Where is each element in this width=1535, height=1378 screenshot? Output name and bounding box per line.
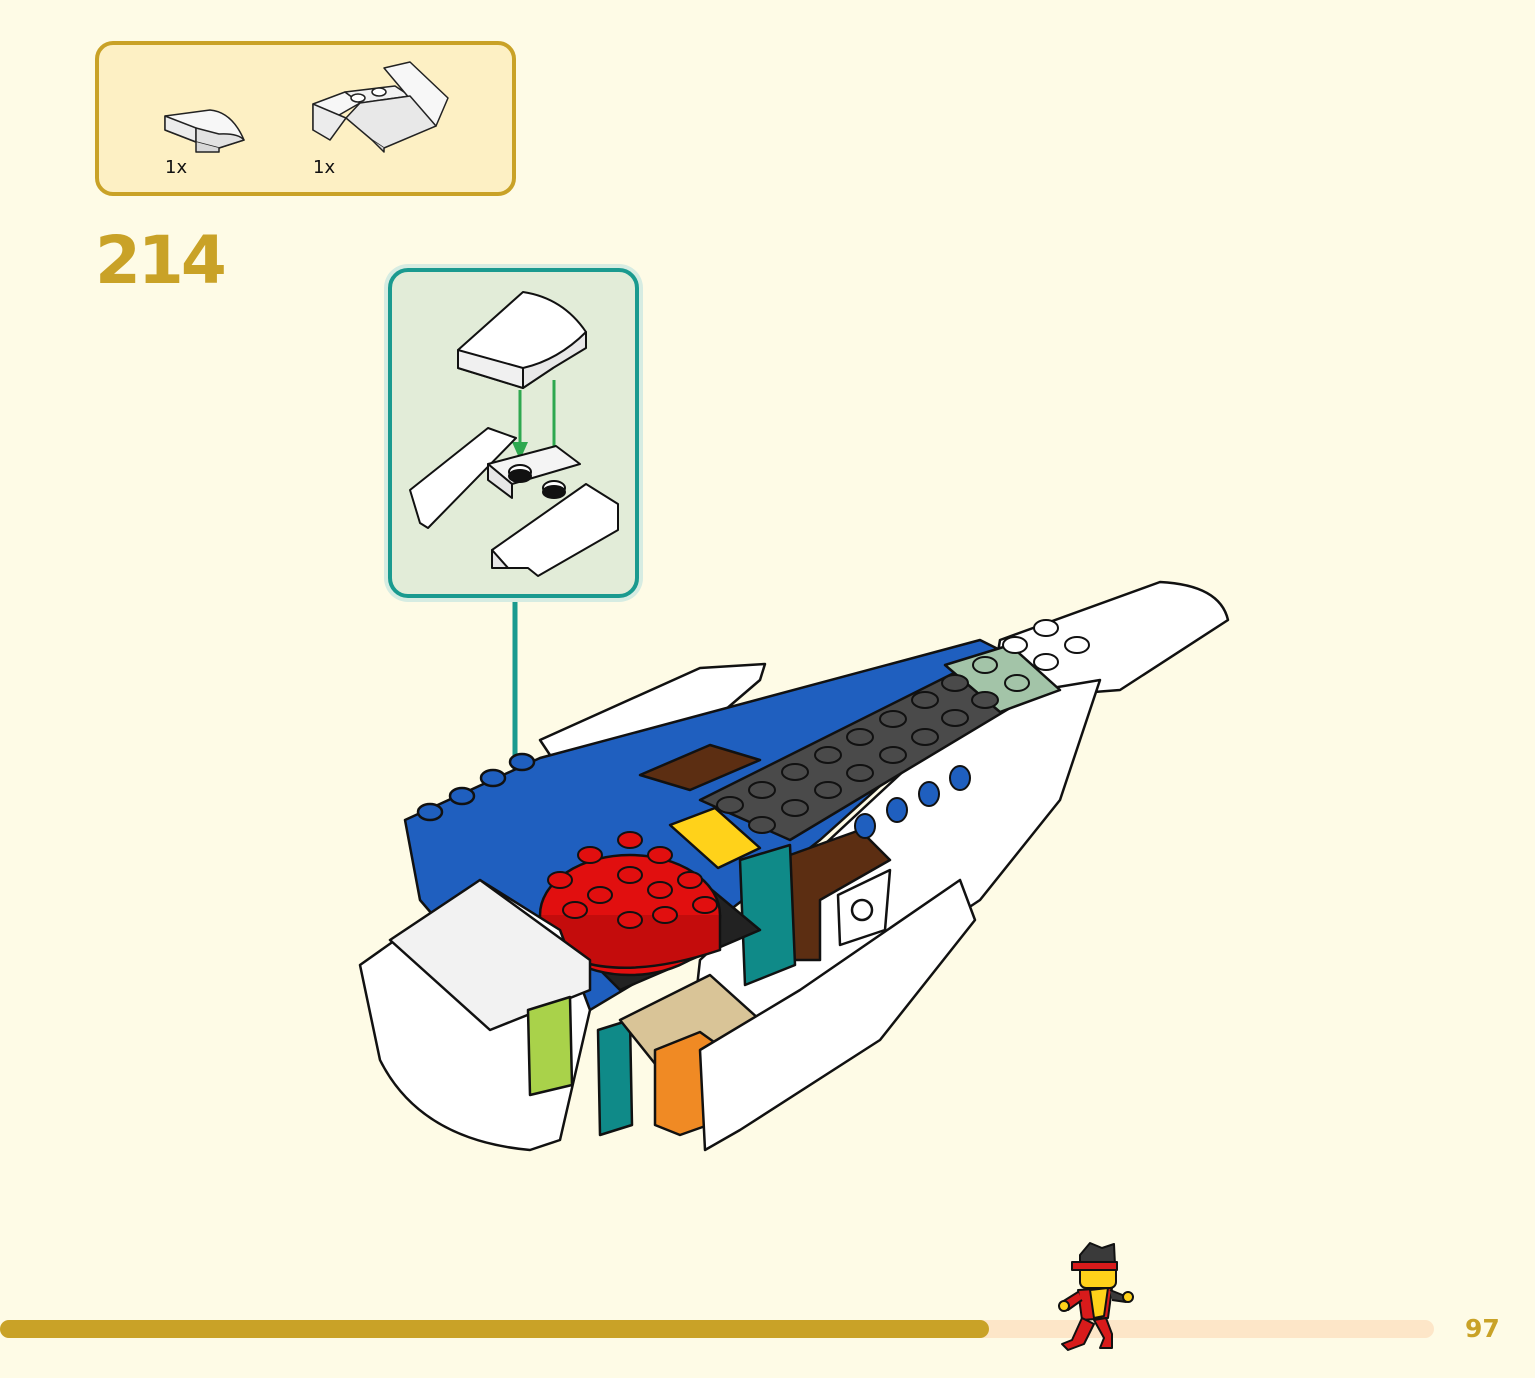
grey-plate-studs	[716, 674, 999, 834]
subassembly-callout-icon	[409, 291, 619, 577]
curved-slope-brick-icon	[164, 109, 245, 153]
page-number: 97	[1465, 1314, 1500, 1343]
ninja-minifigure-icon	[1058, 1242, 1134, 1351]
white-tail-studs	[1002, 619, 1090, 671]
progress-bar	[0, 1320, 1434, 1338]
step-number: 214	[95, 222, 227, 299]
part-quantity-1: 1x	[165, 157, 188, 178]
red-brick-studs	[547, 831, 718, 929]
blue-side-holes	[854, 765, 971, 839]
spaceship-model-icon	[358, 580, 1230, 1152]
wing-plate-assembly-icon	[312, 61, 449, 153]
part-quantity-2: 1x	[313, 157, 336, 178]
sand-green-studs	[972, 656, 1030, 692]
subassembly-callout-box	[388, 268, 639, 598]
